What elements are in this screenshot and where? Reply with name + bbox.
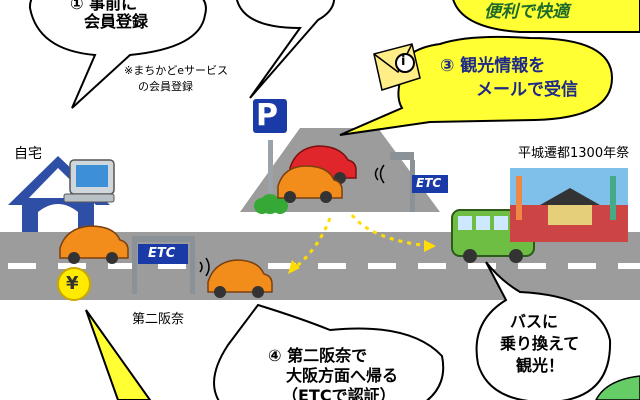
info-icon <box>395 53 415 73</box>
bus-bubble <box>475 261 612 400</box>
convenience-text: 便利で快適 <box>484 2 569 22</box>
step1-note-line1: ※まちかどeサービス <box>124 64 228 77</box>
car-icon <box>59 225 129 264</box>
convenience-bubble <box>452 0 640 33</box>
etc-antenna-icon <box>374 152 448 212</box>
bottom-right-callout <box>595 375 640 400</box>
step4-bubble <box>213 303 445 400</box>
step4-text-line3: （ETCで認証） <box>282 386 396 400</box>
computer-icon <box>63 159 115 203</box>
event-label: 平城遷都1300年祭 <box>518 146 630 161</box>
top-center-bubble <box>236 0 336 99</box>
bus-text-line1: バスに <box>510 312 559 331</box>
parking-sign-letter: P <box>256 98 278 133</box>
step1-bubble <box>28 0 207 109</box>
yen-callout <box>85 309 152 400</box>
step3-text-line2: メールで受信 <box>476 80 578 100</box>
yen-sign: ¥ <box>66 273 79 294</box>
route-arrows <box>291 214 431 272</box>
step1-note-line2: の会員登録 <box>138 80 193 93</box>
etc-gate-label: ETC <box>148 246 176 261</box>
step1-text-line1: ① 事前に <box>70 0 138 13</box>
step3-text-line1: ③ 観光情報を <box>440 56 546 76</box>
home-label: 自宅 <box>14 146 42 162</box>
yen-coin-icon <box>57 267 91 301</box>
etc-gate <box>132 236 195 294</box>
step4-text-line2: 大阪方面へ帰る <box>286 366 399 385</box>
car-icon <box>277 145 357 203</box>
step1-text-line2: 会員登録 <box>84 12 149 31</box>
car-icon <box>199 257 273 298</box>
etc-parking-label: ETC <box>416 176 442 190</box>
road-lane-markings <box>8 263 640 269</box>
bus-text-line3: 観光！ <box>516 356 565 375</box>
parking-sign-icon <box>251 97 289 214</box>
arrow-head <box>288 260 300 274</box>
info-icon-letter: i <box>401 54 406 69</box>
step4-text-line1: ④ 第二阪奈で <box>268 346 368 365</box>
road-label: 第二阪奈 <box>132 312 185 327</box>
arrow-head <box>424 240 436 252</box>
bus-text-line2: 乗り換えて <box>500 334 580 353</box>
festival-photo <box>510 168 628 242</box>
